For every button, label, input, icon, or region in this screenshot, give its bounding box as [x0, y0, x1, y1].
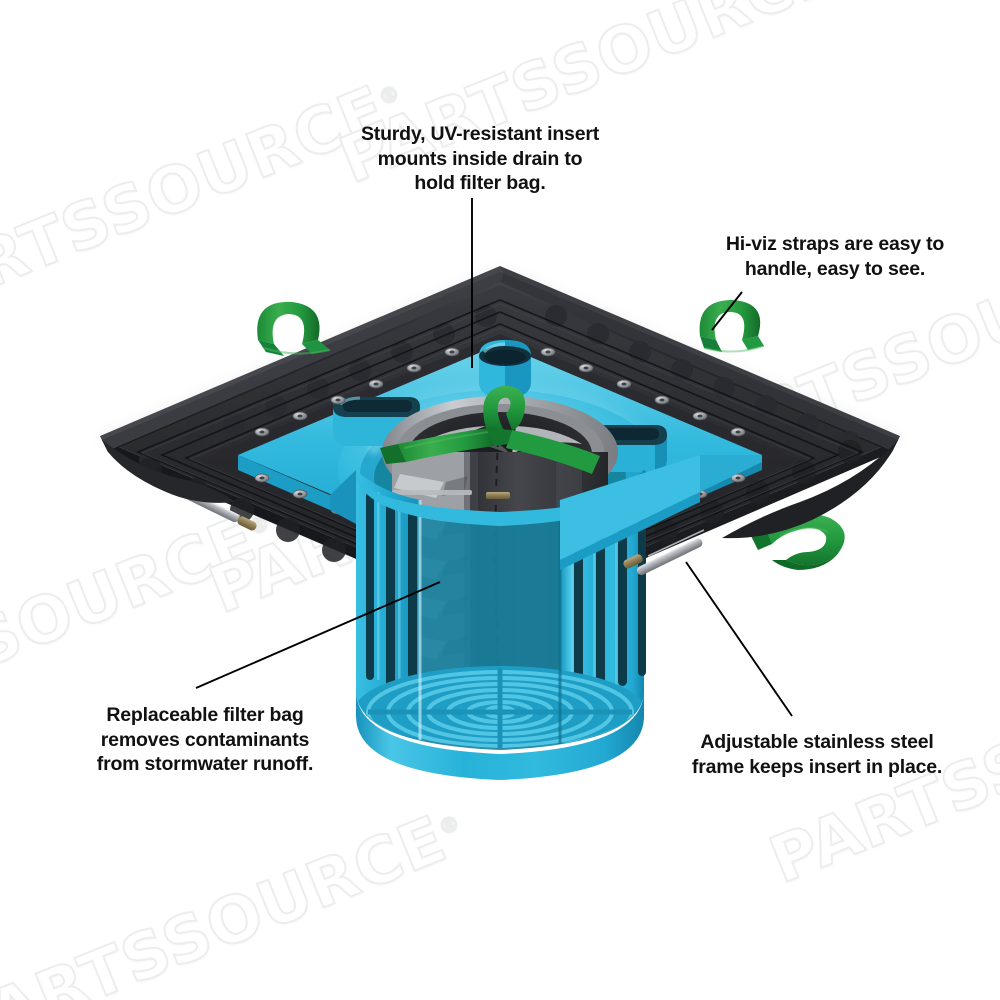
leader-frame: [685, 561, 793, 717]
bag-clip: [392, 490, 510, 499]
leader-filter-bag: [195, 581, 441, 689]
strap-top-left: [257, 301, 331, 356]
callout-insert-line-3: hold filter bag.: [414, 172, 546, 195]
callout-straps-line-2: handle, easy to see.: [744, 257, 926, 280]
strap-top-right: [699, 300, 765, 353]
callout-filter-bag-line-2: removes contaminants: [100, 728, 310, 751]
mat-corner-flap: [102, 440, 898, 539]
callout-filter-bag-line-1: Replaceable filter bag: [106, 704, 304, 726]
callout-leaders: [195, 198, 793, 717]
callout-insert-line-2: mounts inside drain to: [377, 147, 583, 170]
callout-frame: Adjustable stainless steel frame keeps i…: [672, 730, 962, 779]
strap-center: [380, 385, 600, 474]
callout-filter-bag: Replaceable filter bag removes contamina…: [60, 703, 350, 777]
insert-fin: [330, 455, 762, 570]
callout-filter-bag-line-3: from stormwater runoff.: [96, 753, 314, 776]
basket-bottom: [356, 666, 644, 748]
leader-straps: [711, 291, 743, 331]
stainless-steel-rod-right: [623, 529, 705, 576]
callout-insert: Sturdy, UV-resistant insert mounts insid…: [330, 122, 630, 196]
callout-frame-line-2: frame keeps insert in place.: [691, 755, 943, 778]
callout-frame-line-1: Adjustable stainless steel: [700, 731, 934, 753]
callout-straps-line-1: Hi-viz straps are easy to: [725, 233, 945, 255]
callout-insert-line-1: Sturdy, UV-resistant insert: [360, 123, 600, 145]
callout-straps: Hi-viz straps are easy to handle, easy t…: [700, 232, 970, 281]
